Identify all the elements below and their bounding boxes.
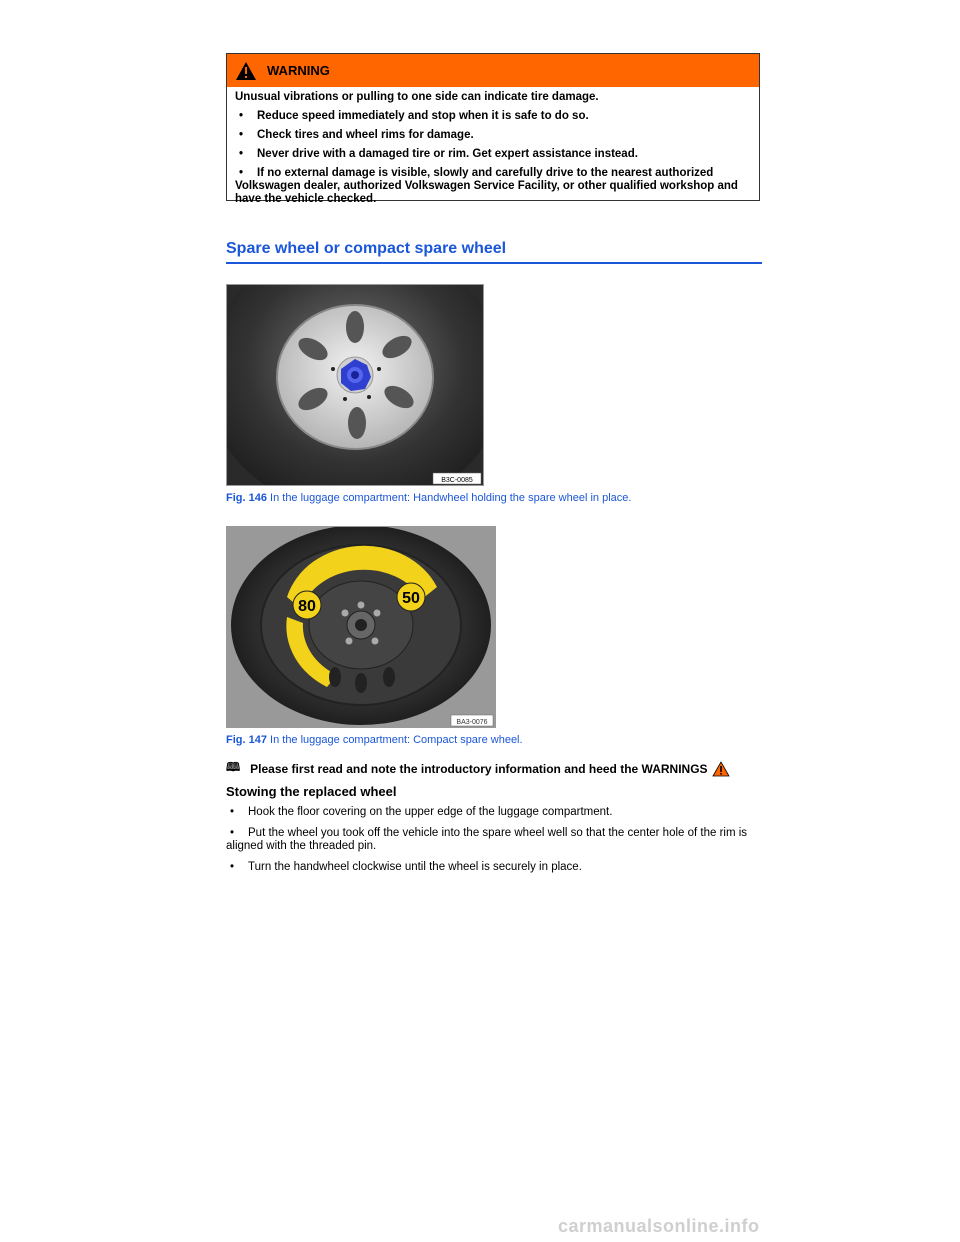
warning-intro: Unusual vibrations or pulling to one sid… [235,91,599,103]
intro-note: 🕮 Please first read and note the introdu… [226,758,730,779]
warning-header: WARNING [227,54,759,87]
warning-item: •Never drive with a damaged tire or rim.… [239,148,638,160]
speed-label-left: 80 [298,598,316,615]
stowing-steps-list: •Hook the floor covering on the upper ed… [226,806,762,882]
list-item: •Turn the handwheel clockwise until the … [230,861,582,873]
warning-item: •If no external damage is visible, slowl… [235,167,738,205]
warning-list: •Reduce speed immediately and stop when … [235,110,751,206]
list-item: •Hook the floor covering on the upper ed… [230,806,613,818]
wheel-illustration: B3C-0085 [227,285,483,485]
figure-code: BA3-0076 [456,719,487,726]
handwheel-icon [341,359,371,391]
figure-caption-text: In the luggage compartment: Handwheel ho… [270,492,632,504]
watermark: carmanualsonline.info [558,1216,760,1236]
spare-wheel-handwheel-image: B3C-0085 [226,284,484,486]
warning-box: WARNING Unusual vibrations or pulling to… [226,53,760,205]
compact-wheel-illustration: 80 50 BA3-0076 [227,527,495,727]
figure-caption-text: In the luggage compartment: Compact spar… [270,734,523,746]
speed-label-right: 50 [402,590,420,607]
list-item: •Put the wheel you took off the vehicle … [226,827,748,852]
warning-triangle-icon [236,61,256,80]
figure-code: B3C-0085 [441,477,473,484]
compact-spare-wheel-image: 80 50 BA3-0076 [226,526,496,728]
subsection-title: Stowing the replaced wheel [226,784,397,799]
figure-number: Fig. 147 [226,734,267,746]
warning-item: •Check tires and wheel rims for damage. [239,129,474,141]
warning-body: Unusual vibrations or pulling to one sid… [227,87,759,206]
figure-caption: Fig. 146 In the luggage compartment: Han… [226,492,631,504]
warning-item: •Reduce speed immediately and stop when … [239,110,589,122]
figure-caption: Fig. 147 In the luggage compartment: Com… [226,734,523,746]
warning-triangle-icon [711,760,730,776]
book-icon: 🕮 [226,760,241,774]
section-title: Spare wheel or compact spare wheel [226,240,762,264]
warning-title: WARNING [267,63,330,78]
intro-note-text: Please first read and note the introduct… [250,761,708,776]
figure-number: Fig. 146 [226,492,267,504]
